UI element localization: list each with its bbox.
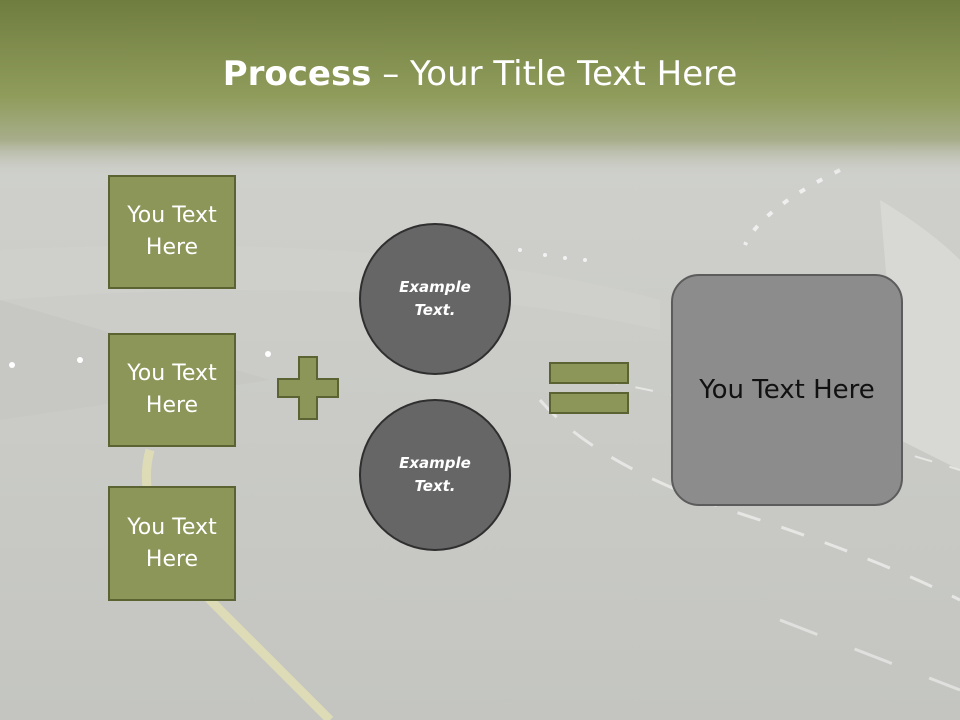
result-box-text: You Text Here: [699, 375, 875, 405]
input-box-2-text: You Text Here: [127, 361, 217, 418]
input-box-2[interactable]: You Text Here: [108, 333, 236, 447]
result-box[interactable]: You Text Here: [671, 274, 903, 506]
slide-title: Process – Your Title Text Here: [0, 52, 960, 96]
input-box-1[interactable]: You Text Here: [108, 175, 236, 289]
example-circle-2-text: Example Text.: [399, 454, 471, 495]
input-box-3[interactable]: You Text Here: [108, 486, 236, 601]
example-circle-1-text: Example Text.: [399, 278, 471, 319]
title-bold: Process: [222, 54, 372, 94]
input-box-1-text: You Text Here: [127, 203, 217, 260]
plus-icon: [277, 356, 339, 420]
example-circle-2[interactable]: Example Text.: [359, 399, 511, 551]
title-rest: – Your Title Text Here: [371, 54, 738, 94]
equals-icon: [549, 362, 629, 414]
example-circle-1[interactable]: Example Text.: [359, 223, 511, 375]
input-box-3-text: You Text Here: [127, 514, 217, 572]
